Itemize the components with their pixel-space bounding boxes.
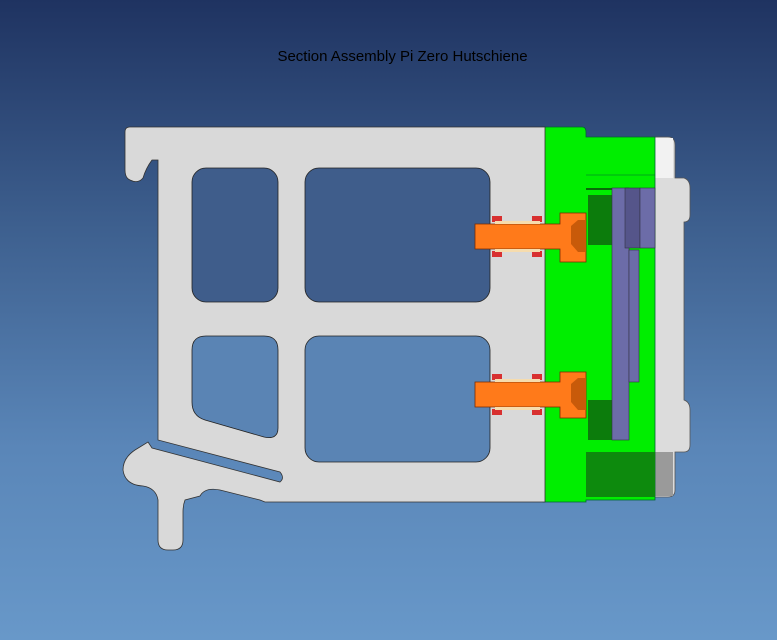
rail-window (191, 167, 491, 463)
pcb-part (611, 187, 656, 441)
screw-top (474, 212, 587, 263)
screw-bottom (474, 371, 587, 419)
drawing-title: Section Assembly Pi Zero Hutschiene (277, 48, 528, 65)
